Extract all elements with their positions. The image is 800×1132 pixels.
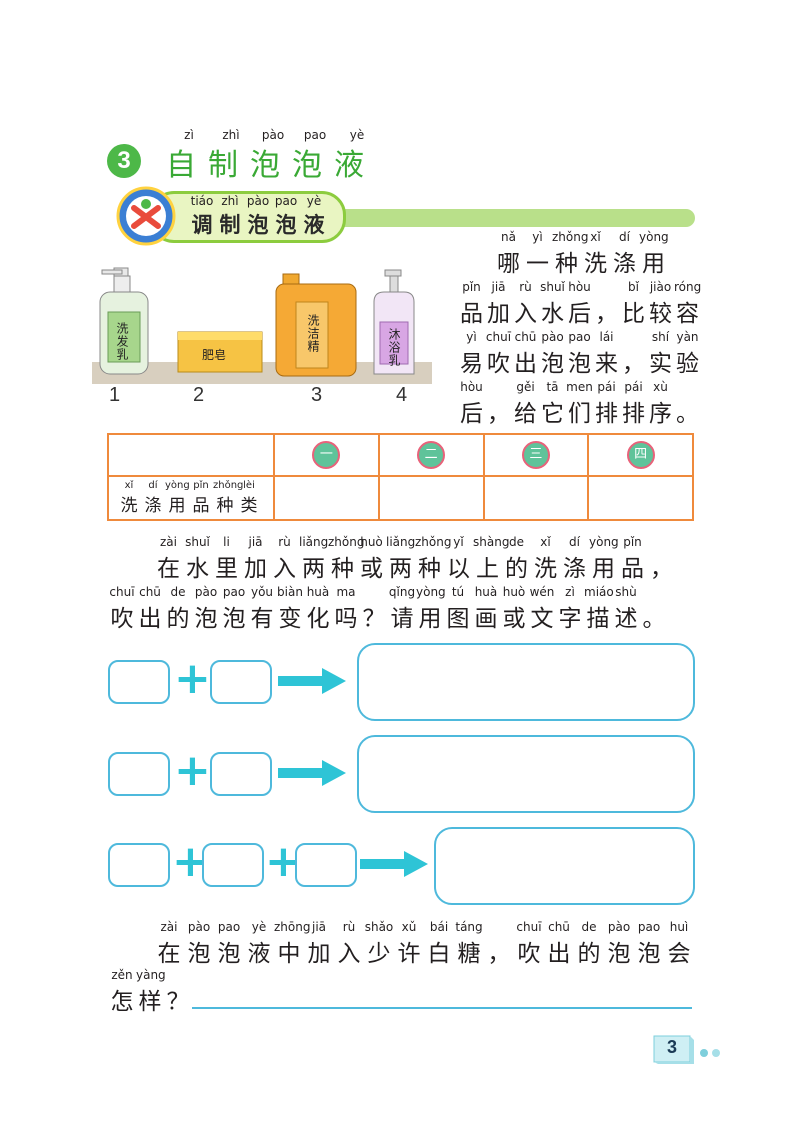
rank-cell-3: 三 xyxy=(482,433,590,477)
product-4-number: 4 xyxy=(396,384,408,406)
section-number: 3 xyxy=(117,147,131,174)
header-blank-cell xyxy=(107,433,275,477)
rank-cell-1: 一 xyxy=(273,433,380,477)
product-4-label: 沐浴乳 xyxy=(387,328,401,367)
activity-title: 调制泡泡液 xyxy=(191,212,325,237)
product-2-label: 肥皂 xyxy=(202,348,227,362)
page-number-tab: 3 xyxy=(650,1034,694,1064)
ingredient-box[interactable] xyxy=(108,660,170,704)
answer-line[interactable] xyxy=(192,1007,692,1009)
answer-cell-4[interactable] xyxy=(587,475,694,521)
plus-icon: + xyxy=(174,653,211,704)
product-3-number: 3 xyxy=(311,384,323,406)
arrow-right-icon xyxy=(278,668,346,698)
decor-dot xyxy=(700,1049,708,1057)
decor-dot xyxy=(712,1049,720,1057)
result-box[interactable] xyxy=(357,643,695,721)
ingredient-box[interactable] xyxy=(202,843,264,887)
answer-cell-2[interactable] xyxy=(377,475,485,521)
product-1-number: 1 xyxy=(109,384,121,406)
rank-badge: 三 xyxy=(521,441,550,469)
answer-cell-3[interactable] xyxy=(482,475,590,521)
rank-badge: 四 xyxy=(626,441,655,469)
ingredient-box[interactable] xyxy=(210,752,272,796)
rank-cell-2: 二 xyxy=(377,433,485,477)
activity-icon xyxy=(116,186,176,246)
product-1-label: 洗发乳 xyxy=(115,322,129,361)
ingredient-box[interactable] xyxy=(295,843,357,887)
answer-cell-1[interactable] xyxy=(273,475,380,521)
ingredient-box[interactable] xyxy=(108,843,170,887)
rank-badge: 二 xyxy=(417,441,446,469)
products-illustration: 洗发乳 肥皂 洗洁精 沐浴乳 1 2 3 4 xyxy=(92,262,432,412)
arrow-right-icon xyxy=(360,851,428,881)
ingredient-box[interactable] xyxy=(210,660,272,704)
arrow-right-icon xyxy=(278,760,346,790)
product-3-label: 洗洁精 xyxy=(306,314,320,353)
page-number: 3 xyxy=(666,1037,677,1057)
ingredient-box[interactable] xyxy=(108,752,170,796)
result-box[interactable] xyxy=(434,827,695,905)
rank-cell-4: 四 xyxy=(587,433,694,477)
section-number-badge: 3 xyxy=(107,144,141,178)
product-2-number: 2 xyxy=(193,384,205,406)
result-box[interactable] xyxy=(357,735,695,813)
section-title: 自制泡泡液 xyxy=(166,148,364,183)
rank-badge: 一 xyxy=(312,441,341,469)
ranking-header-row: 一 二 三 四 xyxy=(107,433,694,477)
plus-icon: + xyxy=(174,745,211,796)
